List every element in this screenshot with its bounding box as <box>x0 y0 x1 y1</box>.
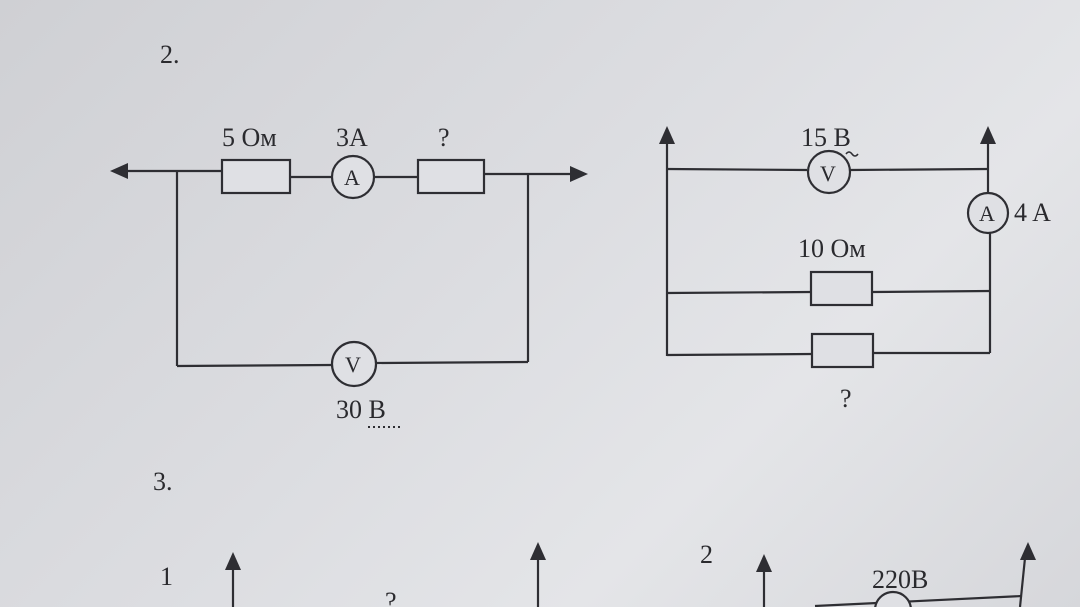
circuit-b-branch1-wire-right <box>871 289 991 294</box>
circuit-a-voltmeter-symbol: V <box>345 352 361 377</box>
circuit-b-resistor-2 <box>810 332 875 369</box>
circuit-b-right-arrow <box>980 126 996 144</box>
problem-3-sub2-voltmeter <box>874 590 912 607</box>
circuit-a-ammeter-label: 3A <box>336 123 368 152</box>
circuit-b-ammeter-label: 4 A <box>1014 198 1051 227</box>
circuit-a-bottom-wire-left <box>176 363 332 368</box>
circuit-a: A V 5 Ом 3A ? 30 B <box>110 123 588 428</box>
circuit-b-branch2-wire-left <box>666 352 813 357</box>
problem-3-sub1-number: 1 <box>160 562 173 591</box>
problem-3-sub2-right-wire <box>1018 557 1027 607</box>
circuit-b-voltmeter-label-squiggle <box>845 151 859 157</box>
circuit-b-top-wire-right <box>849 167 989 172</box>
circuit-a-voltmeter <box>330 340 378 388</box>
circuit-b-ammeter-symbol: A <box>979 201 995 226</box>
circuit-b-branch1-wire-left <box>666 290 812 295</box>
circuit-a-resistor-1 <box>220 158 292 195</box>
circuit-a-left-arrow <box>110 163 128 179</box>
circuit-b-left-arrow <box>659 126 675 144</box>
circuit-b-voltmeter-label: 15 B <box>801 123 851 152</box>
circuit-b-voltmeter-symbol: V <box>820 161 836 186</box>
problem-3-sub2-number: 2 <box>700 540 713 569</box>
circuit-b-resistor-1-label: 10 Ом <box>798 234 866 263</box>
problem-3-sub1-left-arrow <box>225 552 241 570</box>
problem-3-sub2: 2 220B <box>700 540 1036 607</box>
problem-3-sub2-top-wire <box>814 594 1023 607</box>
problem-2-number: 2. <box>160 40 180 69</box>
problem-3-sub1: 1 ? <box>160 542 546 607</box>
circuit-b-ammeter <box>966 191 1010 235</box>
problem-3-sub2-label: 220B <box>872 565 928 594</box>
circuit-a-resistor-2-label: ? <box>438 123 450 152</box>
circuit-a-resistor-2 <box>416 158 486 195</box>
circuit-b-top-wire-left <box>666 167 808 172</box>
circuit-a-ammeter-symbol: A <box>344 165 360 190</box>
problem-3-number: 3. <box>153 467 173 496</box>
circuit-a-right-arrow <box>570 166 588 182</box>
problem-3-sub1-right-arrow <box>530 542 546 560</box>
circuit-a-voltmeter-label: 30 B <box>336 395 386 424</box>
problem-3-sub1-label: ? <box>385 587 397 607</box>
circuit-b-voltmeter <box>806 149 852 195</box>
circuit-b-resistor-2-label: ? <box>840 384 852 413</box>
circuit-b: A V 15 B 4 A 10 Ом ? <box>659 123 1051 413</box>
circuit-a-bottom-wire-right <box>375 360 529 365</box>
problem-3-sub2-left-arrow <box>756 554 772 572</box>
problem-3-sub2-right-arrow <box>1020 542 1036 560</box>
circuit-b-resistor-1 <box>809 270 874 307</box>
circuit-a-resistor-1-label: 5 Ом <box>222 123 277 152</box>
